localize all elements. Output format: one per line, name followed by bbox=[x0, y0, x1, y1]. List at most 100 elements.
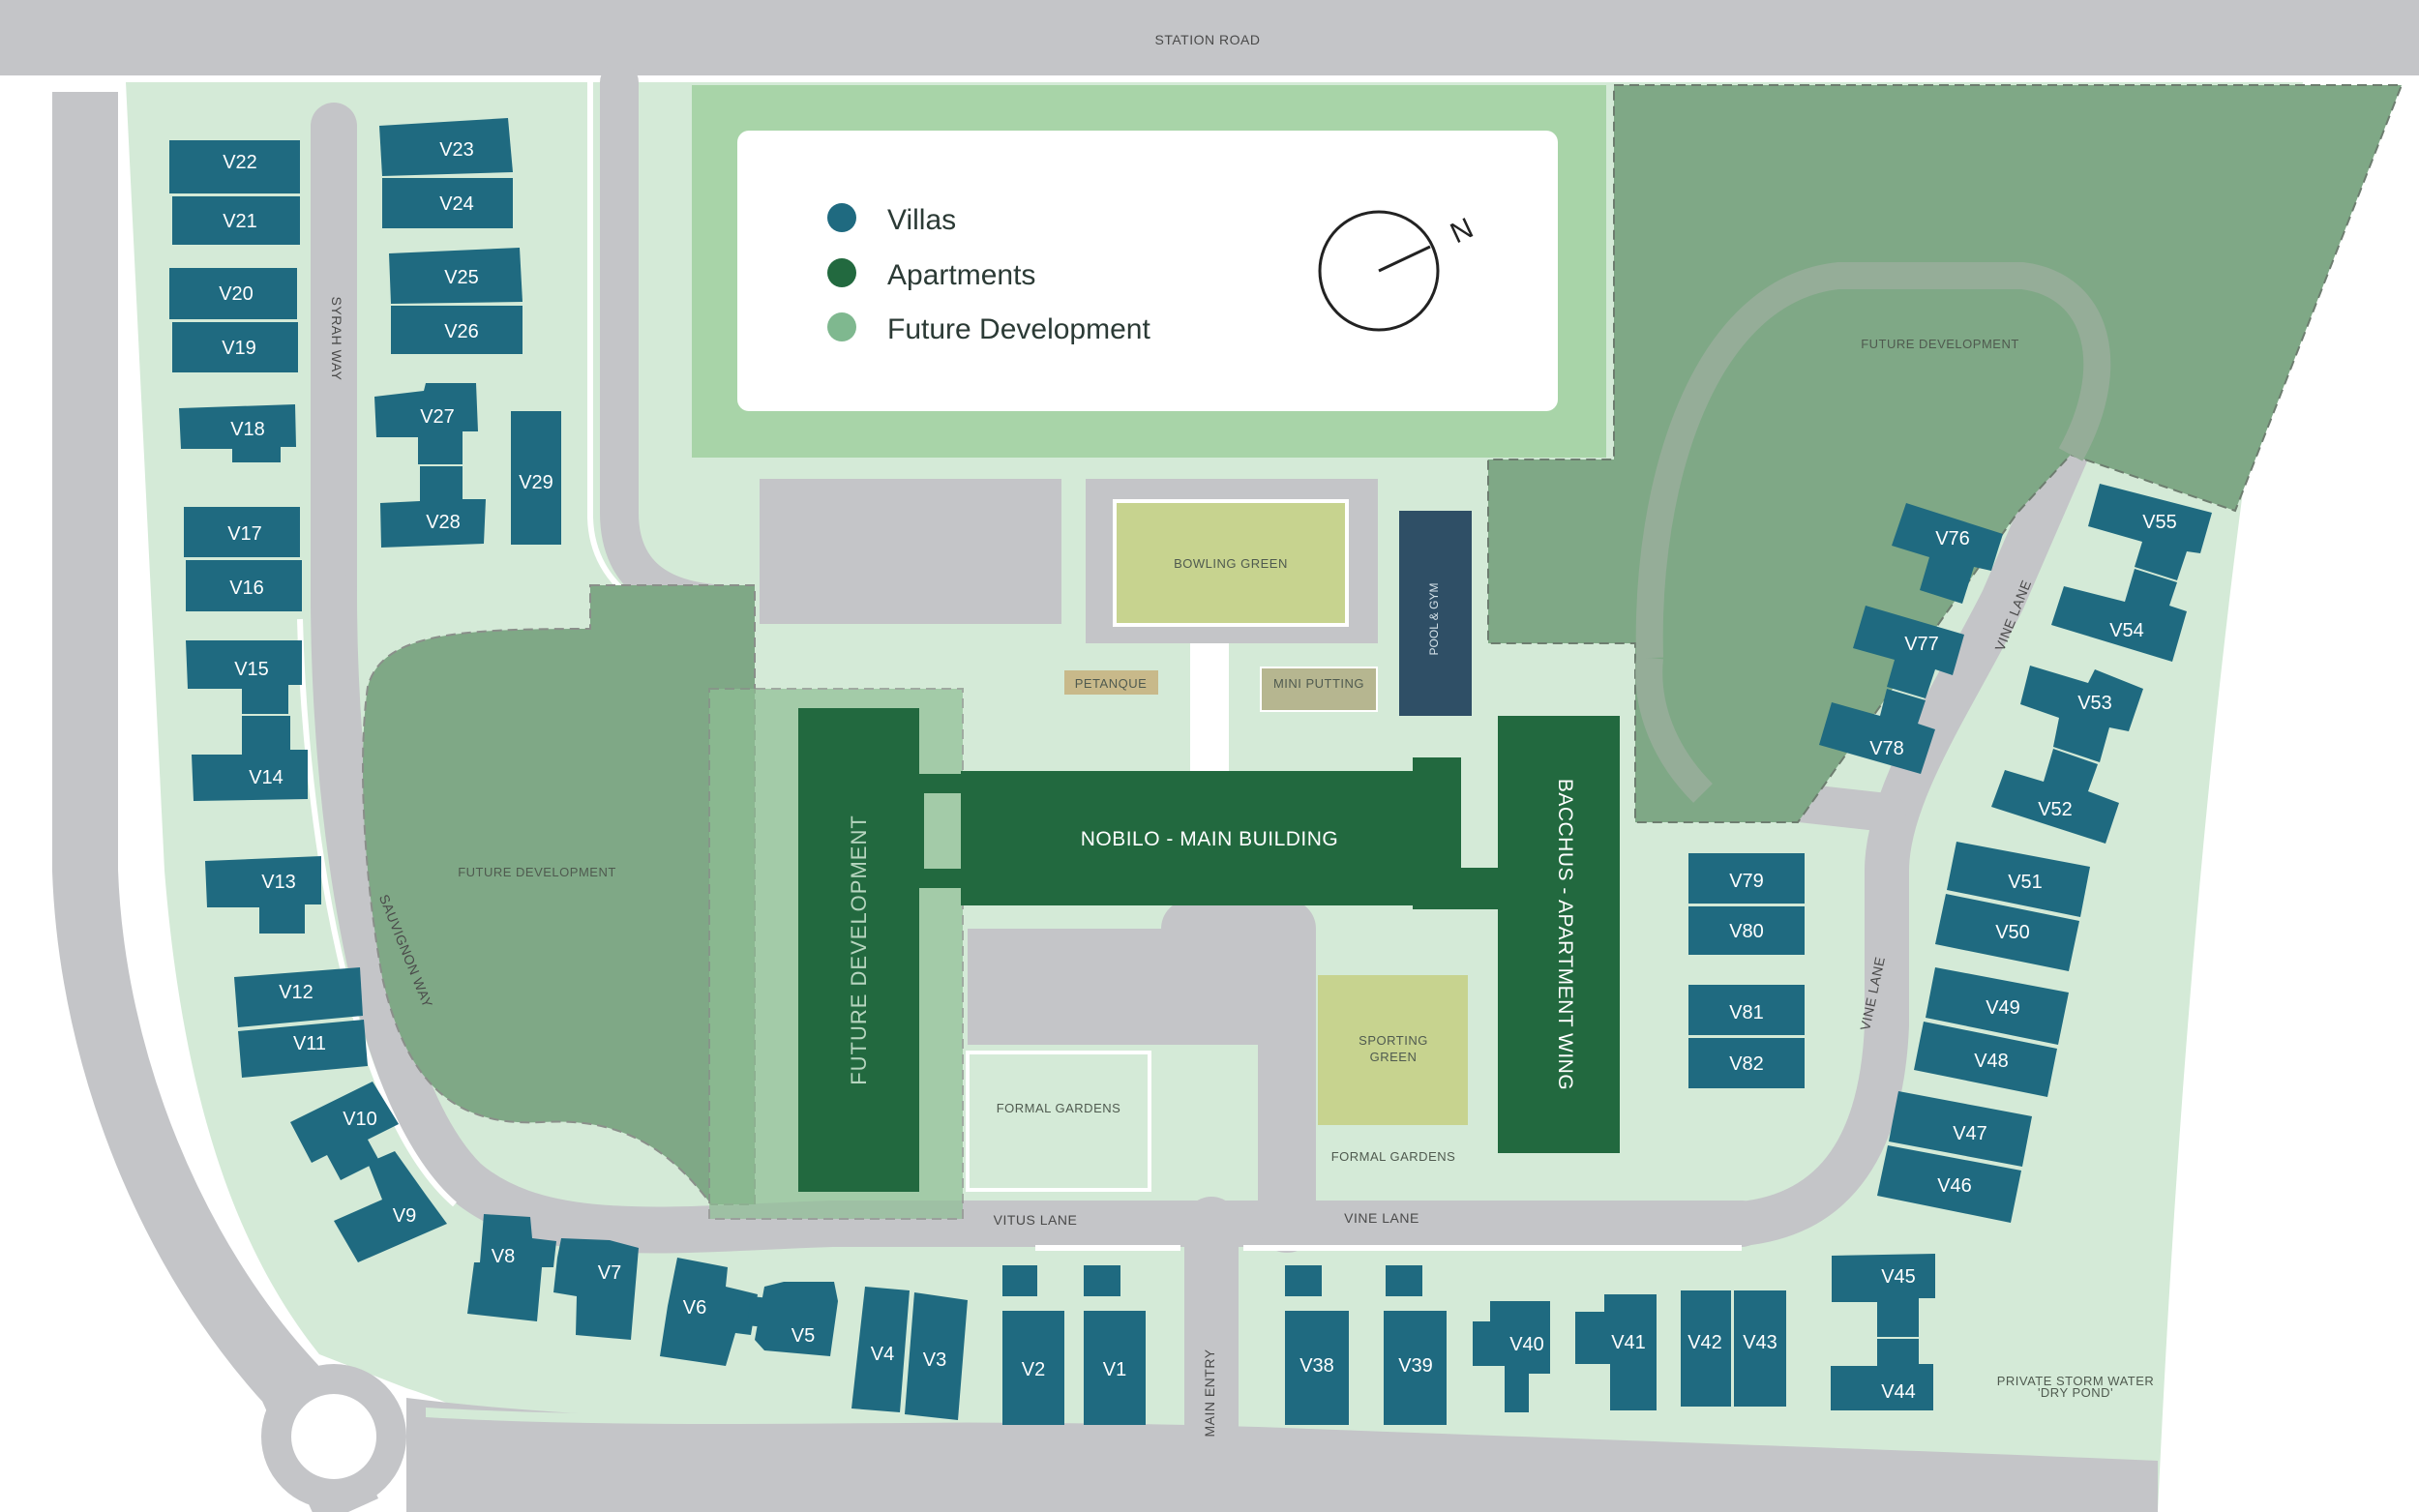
villa-v51[interactable] bbox=[1947, 842, 2090, 917]
villa-v40[interactable] bbox=[1473, 1301, 1550, 1412]
formal-gardens-west bbox=[966, 1051, 1151, 1192]
villa-v18-label: V18 bbox=[230, 419, 265, 440]
villa-v14[interactable] bbox=[192, 716, 308, 801]
villa-v2[interactable] bbox=[1002, 1265, 1064, 1425]
villa-v82[interactable] bbox=[1688, 1038, 1805, 1088]
storm-water-label-2: 'DRY POND' bbox=[2038, 1385, 2113, 1400]
vine-lane-south-label: VINE LANE bbox=[1344, 1210, 1419, 1226]
pool-gym bbox=[1399, 511, 1472, 716]
apartment-wing-label: BACCHUS - APARTMENT WING bbox=[1554, 779, 1576, 1090]
villa-v14-label: V14 bbox=[249, 767, 284, 788]
villa-v7[interactable] bbox=[553, 1238, 639, 1340]
villa-v78-label: V78 bbox=[1869, 738, 1904, 759]
villa-v38[interactable] bbox=[1285, 1265, 1349, 1425]
villa-v48[interactable] bbox=[1914, 1022, 2057, 1097]
villa-v45-label: V45 bbox=[1881, 1266, 1916, 1288]
petanque-label: PETANQUE bbox=[1075, 676, 1148, 691]
mini-putting bbox=[1260, 667, 1378, 712]
villa-v13[interactable] bbox=[205, 856, 321, 934]
villa-v43[interactable] bbox=[1734, 1290, 1786, 1407]
villa-v44[interactable] bbox=[1831, 1339, 1933, 1410]
villa-v3[interactable] bbox=[905, 1292, 968, 1420]
sporting-green bbox=[1318, 975, 1468, 1125]
villa-v3-label: V3 bbox=[923, 1349, 946, 1371]
villa-v53[interactable] bbox=[2020, 666, 2143, 762]
villa-v50[interactable] bbox=[1935, 894, 2079, 971]
villa-v52-label: V52 bbox=[2038, 799, 2073, 820]
villa-v27[interactable] bbox=[374, 383, 478, 464]
western-road bbox=[52, 92, 378, 1512]
villa-v18[interactable] bbox=[179, 404, 296, 462]
villa-v55[interactable] bbox=[2088, 484, 2212, 580]
villa-v13-label: V13 bbox=[261, 872, 296, 893]
villa-v8-label: V8 bbox=[492, 1246, 515, 1267]
villa-v6[interactable] bbox=[660, 1258, 758, 1366]
legend-villas-swatch bbox=[827, 203, 856, 232]
villa-v12[interactable] bbox=[234, 967, 363, 1027]
villa-v24[interactable] bbox=[382, 178, 513, 228]
villa-v29[interactable] bbox=[511, 411, 561, 545]
villa-v39[interactable] bbox=[1384, 1265, 1447, 1425]
villa-v42[interactable] bbox=[1681, 1290, 1731, 1407]
legend-apartments-swatch bbox=[827, 258, 856, 287]
villa-v6-label: V6 bbox=[683, 1297, 706, 1319]
villa-v11[interactable] bbox=[238, 1020, 368, 1078]
villa-v77[interactable] bbox=[1853, 606, 1964, 698]
villa-v26[interactable] bbox=[391, 306, 523, 354]
villa-v78[interactable] bbox=[1819, 689, 1935, 774]
villa-v76[interactable] bbox=[1892, 503, 2003, 604]
villa-v77-label: V77 bbox=[1904, 634, 1939, 655]
villa-v20[interactable] bbox=[169, 268, 297, 319]
future-dev-ne-roads bbox=[1635, 262, 2111, 803]
villa-v16[interactable] bbox=[186, 560, 302, 611]
villas-east: V79 V80 V81 V82 V51 V50 V49 V48 V47 V46 … bbox=[1688, 484, 2212, 1223]
villa-v45[interactable] bbox=[1832, 1254, 1935, 1337]
villa-v25[interactable] bbox=[389, 248, 523, 304]
villa-v76-label: V76 bbox=[1935, 528, 1970, 549]
parking-north bbox=[760, 479, 1061, 624]
villa-v51-label: V51 bbox=[2008, 872, 2043, 893]
villa-v10[interactable] bbox=[290, 1082, 399, 1180]
villa-v7-label: V7 bbox=[598, 1262, 621, 1284]
villa-v28[interactable] bbox=[380, 466, 486, 548]
villa-v22[interactable] bbox=[169, 140, 300, 193]
petanque bbox=[1064, 670, 1158, 695]
western-road-edge bbox=[13, 92, 287, 1512]
villas-north-west: V23 V24 V25 V26 V27 V28 V29 bbox=[374, 118, 561, 548]
villa-v4[interactable] bbox=[851, 1287, 910, 1412]
villa-v52[interactable] bbox=[1991, 749, 2119, 844]
villa-v5[interactable] bbox=[747, 1282, 838, 1356]
legend-future-label: Future Development bbox=[887, 313, 1150, 345]
villa-v50-label: V50 bbox=[1995, 922, 2030, 943]
villa-v21[interactable] bbox=[172, 196, 300, 245]
villa-v1[interactable] bbox=[1084, 1265, 1146, 1425]
villa-v2-label: V2 bbox=[1022, 1359, 1045, 1380]
villa-v17[interactable] bbox=[184, 507, 300, 557]
villa-v49[interactable] bbox=[1926, 967, 2069, 1045]
villa-v39-label: V39 bbox=[1398, 1355, 1433, 1377]
villa-v54[interactable] bbox=[2051, 569, 2187, 662]
legend-villas-label: Villas bbox=[887, 204, 956, 236]
villa-v79[interactable] bbox=[1688, 853, 1805, 904]
villa-v15[interactable] bbox=[186, 640, 302, 714]
villa-v19[interactable] bbox=[172, 322, 298, 372]
storm-water-label-1: PRIVATE STORM WATER bbox=[1997, 1374, 2155, 1388]
villa-v19-label: V19 bbox=[222, 338, 256, 359]
villa-v80[interactable] bbox=[1688, 906, 1805, 955]
villa-v9-label: V9 bbox=[393, 1205, 416, 1227]
villa-v4-label: V4 bbox=[871, 1344, 894, 1365]
villa-v42-label: V42 bbox=[1687, 1332, 1722, 1353]
villa-v46[interactable] bbox=[1877, 1145, 2021, 1223]
villa-v23[interactable] bbox=[379, 118, 513, 176]
villa-v47[interactable] bbox=[1889, 1091, 2032, 1167]
station-road bbox=[0, 0, 2419, 75]
villa-v1-label: V1 bbox=[1103, 1359, 1126, 1380]
villa-v9[interactable] bbox=[334, 1151, 447, 1262]
villa-v43-label: V43 bbox=[1743, 1332, 1777, 1353]
villa-v81[interactable] bbox=[1688, 985, 1805, 1035]
compass-needle bbox=[1378, 245, 1431, 273]
villa-v41[interactable] bbox=[1575, 1294, 1657, 1410]
future-development-west bbox=[362, 584, 756, 1205]
villa-v8[interactable] bbox=[467, 1214, 556, 1321]
legend-apartments-label: Apartments bbox=[887, 259, 1035, 291]
